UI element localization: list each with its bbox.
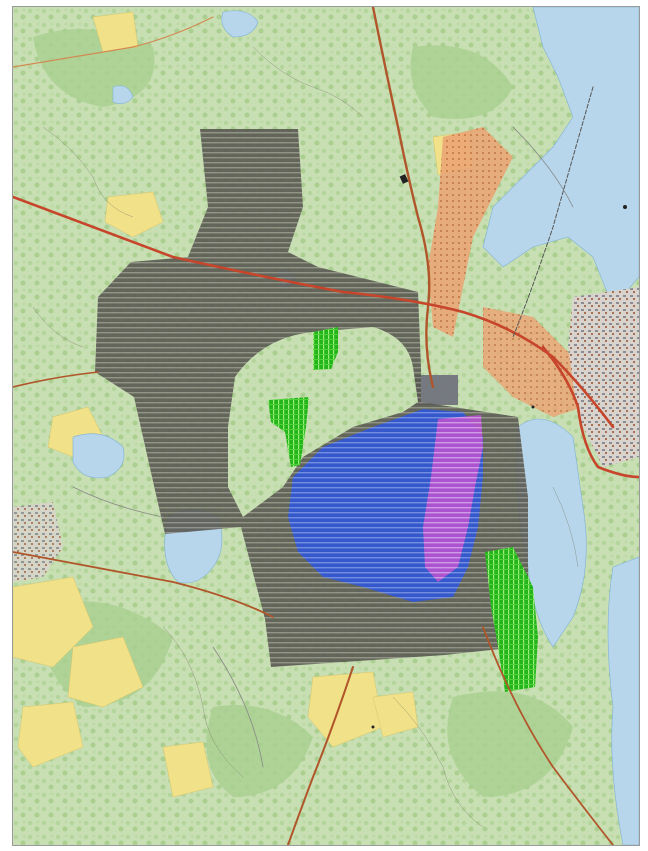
topographic-map[interactable] bbox=[13, 7, 639, 845]
map-frame[interactable] bbox=[12, 6, 640, 846]
